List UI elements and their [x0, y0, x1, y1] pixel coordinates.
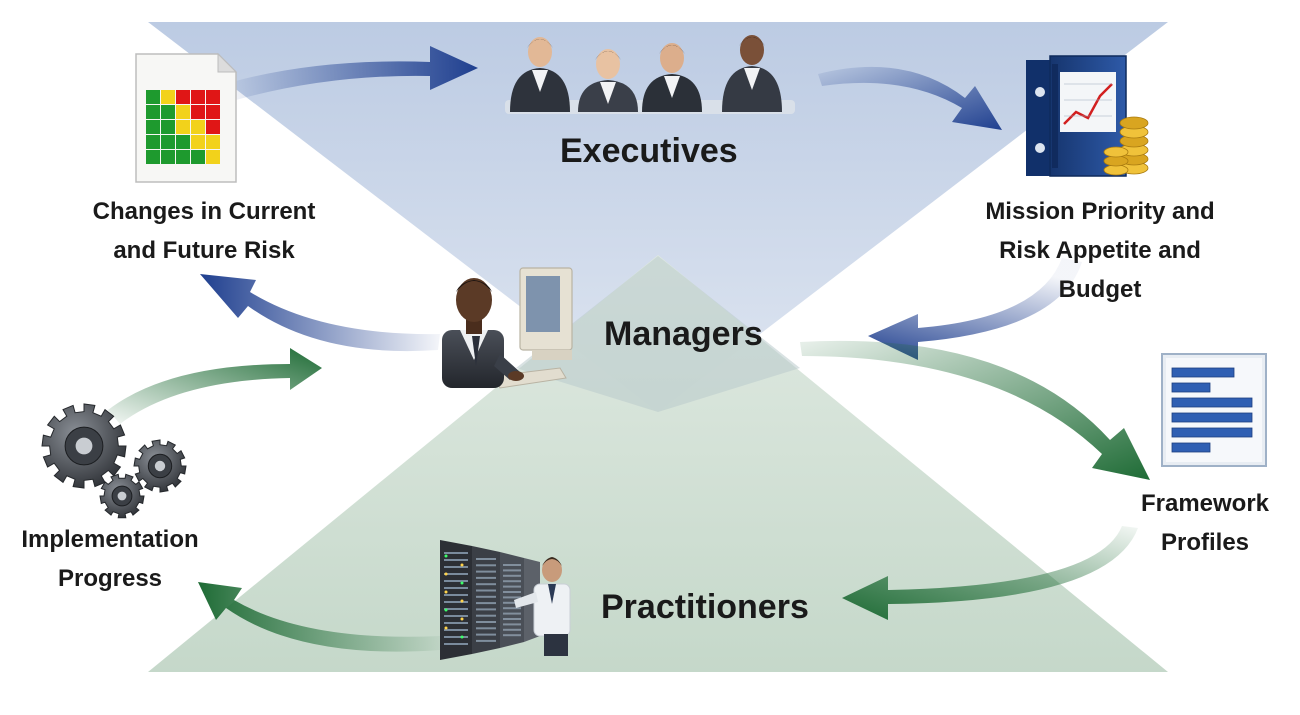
- arrow-risk-to-executives: [232, 46, 478, 100]
- node-label-risk-changes: Changes in Current and Future Risk: [92, 198, 316, 264]
- manager-at-computer-icon: [442, 267, 573, 389]
- practitioner-server-room-icon: [440, 540, 571, 660]
- risk-heatmap-document-icon: [135, 52, 238, 183]
- arrow-framework-to-practitioners: [842, 526, 1138, 620]
- node-label-framework-profiles: Framework Profiles: [1140, 490, 1270, 556]
- arrow-practitioners-to-implementation: [198, 582, 440, 652]
- tier-label-managers: Managers: [604, 315, 763, 353]
- overlap-tint: [516, 256, 800, 412]
- practitioners-triangle: [148, 255, 1168, 672]
- executives-triangle: [148, 22, 1168, 412]
- node-label-implementation-progress: Implementation Progress: [21, 526, 199, 592]
- gears-icon: [41, 403, 187, 519]
- arrow-implementation-to-managers: [108, 348, 322, 424]
- arrow-managers-to-framework: [800, 340, 1150, 480]
- arrow-executives-to-mission: [818, 66, 1002, 130]
- arrow-mission-to-managers: [868, 258, 1082, 360]
- budget-binder-icon: [1026, 55, 1149, 177]
- tier-label-executives: Executives: [560, 132, 738, 170]
- framework-profile-document-icon: [1161, 353, 1267, 467]
- tier-label-practitioners: Practitioners: [601, 588, 809, 626]
- node-label-mission-priority: Mission Priority and Risk Appetite and B…: [985, 198, 1215, 303]
- executives-meeting-icon: [505, 35, 795, 114]
- arrow-managers-to-risk: [200, 274, 440, 352]
